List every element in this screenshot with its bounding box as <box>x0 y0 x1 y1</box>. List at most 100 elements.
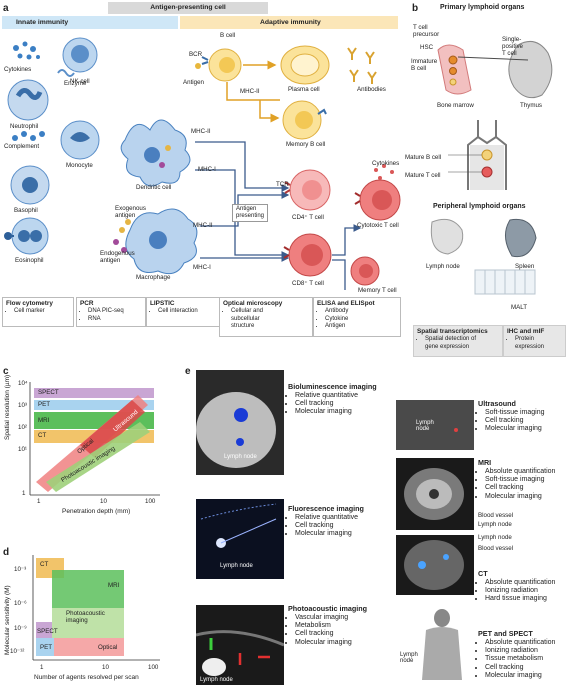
enzyme-label: Enzyme <box>64 80 87 87</box>
ct-label-lymph-node: Lymph node <box>478 534 512 541</box>
malt-label: MALT <box>511 304 528 311</box>
mhc1-m-label: MHC-I <box>193 264 211 271</box>
cd8-t-cell-label: CD8⁺ T cell <box>292 280 324 287</box>
c-ytick-1: 10³ <box>18 402 27 409</box>
c-ylabel: Spatial resolution (µm) <box>4 374 11 440</box>
innate-banner: Innate immunity <box>2 16 178 29</box>
d-ylabel: Molecular sensitivity (M) <box>4 585 11 655</box>
primary-lymphoid-illustration <box>437 40 553 190</box>
antibodies-label: Antibodies <box>357 86 386 93</box>
method-elisa: ELISA and ELISpot AntibodyCytokineAntige… <box>313 297 401 337</box>
d-xtick-0: 1 <box>40 664 44 671</box>
panel-label-b: b <box>412 3 419 14</box>
mature-b-cell-label: Mature B cell <box>405 154 442 161</box>
pet-spect-caption: PET and SPECT Absolute quantificationIon… <box>478 629 555 681</box>
fluorescence-image: Lymph node <box>196 499 284 579</box>
ct-label-blood-vessel: Blood vessel <box>478 545 514 552</box>
d-ytick-3: 10⁻¹² <box>10 648 25 655</box>
monocyte-label: Monocyte <box>66 162 93 169</box>
cytokines2-label: Cytokines <box>372 160 400 167</box>
c-xtick-1: 10 <box>100 498 107 505</box>
d-ytick-0: 10⁻³ <box>14 566 27 573</box>
region-photoacoustic: Photoacoustic imaging <box>66 610 105 625</box>
exogenous-antigen-label: Exogenous antigen <box>115 205 146 220</box>
chart-d <box>32 555 160 661</box>
region-ct: CT <box>40 561 49 568</box>
panel-label-e: e <box>185 366 191 377</box>
spleen-label: Spleen <box>515 263 535 270</box>
c-xlabel: Penetration depth (mm) <box>62 508 131 515</box>
endogenous-antigen-label: Endogenous antigen <box>100 250 135 265</box>
band-pet: PET <box>38 401 51 408</box>
band-spect: SPECT <box>38 389 59 396</box>
adaptive-diagram <box>113 45 401 290</box>
adaptive-banner: Adaptive immunity <box>180 16 398 29</box>
immature-b-cell-label: Immature B cell <box>411 58 438 73</box>
memory-b-cell-label: Memory B cell <box>286 141 326 148</box>
memory-t-cell-label: Memory T cell <box>358 287 397 294</box>
c-ytick-2: 10² <box>18 424 27 431</box>
thymus-label: Thymus <box>520 102 543 109</box>
method-flow-cytometry: Flow cytometry Cell marker <box>2 297 74 327</box>
d-xlabel: Number of agents resolved per scan <box>34 674 139 681</box>
macrophage-label: Macrophage <box>136 274 171 281</box>
mri-label-blood-vessel: Blood vessel <box>478 512 514 519</box>
d-ytick-1: 10⁻⁶ <box>14 600 27 607</box>
photoacoustic-caption: Photoacoustic imaging Vascular imagingMe… <box>288 604 367 647</box>
peripheral-lymphoid-title: Peripheral lymphoid organs <box>433 203 526 210</box>
nk-cell-label: NK cell <box>70 78 90 85</box>
plasma-cell-label: Plasma cell <box>288 86 320 93</box>
bcr-label: BCR <box>189 51 203 58</box>
mhc2-d-label: MHC-II <box>191 128 211 135</box>
bioluminescence-image: Lymph node <box>196 370 284 475</box>
d-xtick-2: 100 <box>148 664 159 671</box>
d-ytick-2: 10⁻⁹ <box>14 625 27 632</box>
tcr-label: TCR <box>276 181 289 188</box>
t-cell-precursor-label: T cell precursor <box>413 24 440 39</box>
method-lipstic: LIPSTIC Cell interaction <box>146 297 220 327</box>
apc-banner: Antigen-presenting cell <box>108 2 268 14</box>
region-mri: MRI <box>108 582 120 589</box>
photoacoustic-image: Lymph node <box>196 605 284 685</box>
bioluminescence-caption: Bioluminescence imaging Relative quantit… <box>288 382 377 417</box>
antigen-presenting-box: Antigen presenting <box>232 204 269 223</box>
region-optical: Optical <box>98 644 118 651</box>
region-spect: SPECT <box>37 628 58 635</box>
mri-caption: MRI Absolute quantificationSoft-tissue i… <box>478 458 555 501</box>
c-xtick-0: 1 <box>37 498 41 505</box>
mri-image <box>396 458 474 530</box>
b-cell-label: B cell <box>220 32 236 39</box>
c-ytick-4: 1 <box>22 490 26 497</box>
memory-t-cell-icon <box>350 256 380 286</box>
panel-label-d: d <box>3 547 10 558</box>
method-optical-microscopy: Optical microscopy Cellular andsubcellul… <box>219 297 313 337</box>
method-pcr: PCR DNA PIC-seqRNA <box>76 297 146 327</box>
cytokines-label: Cytokines <box>4 66 32 73</box>
antigen-label: Antigen <box>183 79 204 86</box>
ct-image <box>396 535 474 595</box>
complement-label: Complement <box>4 143 40 150</box>
innate-cells-illustration <box>4 37 100 255</box>
region-pet: PET <box>40 644 53 651</box>
primary-lymphoid-title: Primary lymphoid organs <box>440 4 525 11</box>
single-positive-t-cell-label: Single- positive T cell <box>502 36 523 58</box>
band-ct: CT <box>38 432 47 439</box>
hsc-label: HSC <box>420 44 434 51</box>
cd4-t-cell-label: CD4⁺ T cell <box>292 214 324 221</box>
fluorescence-caption: Fluorescence imaging Relative quantitati… <box>288 504 364 539</box>
method-spatial-transcriptomics: Spatial transcriptomics Spatial detectio… <box>413 325 503 357</box>
mri-label-lymph-node: Lymph node <box>478 521 512 528</box>
mhc2-b-label: MHC-II <box>240 88 260 95</box>
cytotoxic-t-cell-label: Cytotoxic T cell <box>357 222 399 229</box>
band-mri: MRI <box>38 417 50 424</box>
mature-t-cell-label: Mature T cell <box>405 172 441 179</box>
ultrasound-image: Lymph node <box>396 400 474 450</box>
c-ytick-0: 10⁴ <box>18 380 28 387</box>
lymph-node-b-label: Lymph node <box>426 263 460 270</box>
dendritic-cell-label: Dendritic cell <box>136 184 172 191</box>
panel-label-c: c <box>3 366 9 377</box>
d-xtick-1: 10 <box>102 664 109 671</box>
c-xtick-2: 100 <box>145 498 156 505</box>
basophil-label: Basophil <box>14 207 38 214</box>
